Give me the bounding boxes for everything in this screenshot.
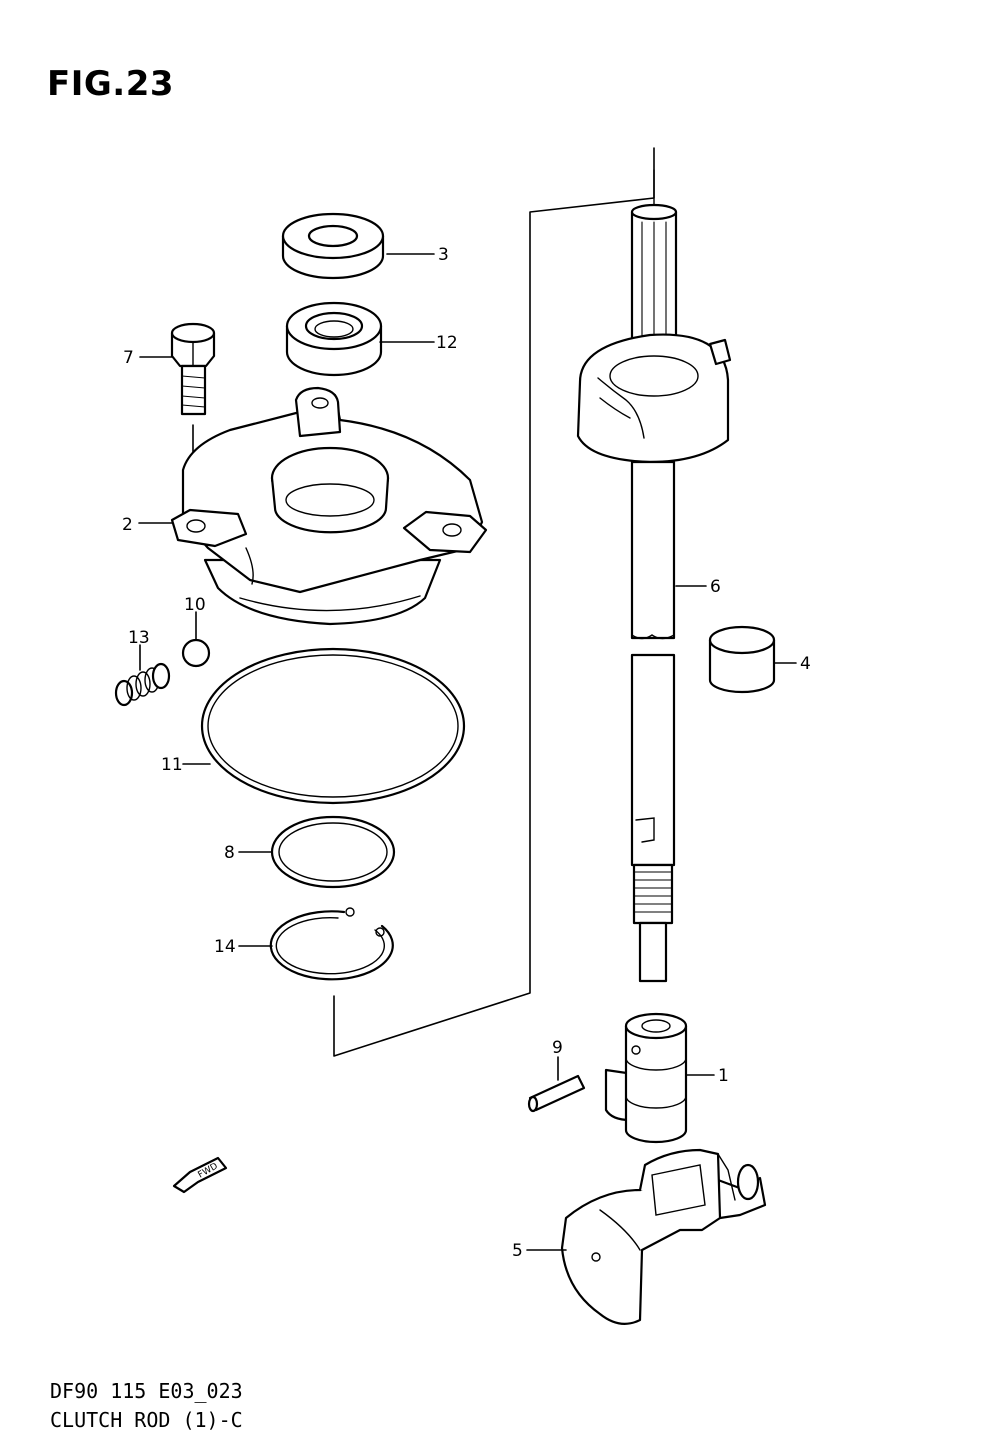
callout-9: 9 bbox=[552, 1038, 563, 1058]
callout-4: 4 bbox=[800, 654, 811, 674]
part-5-shifter bbox=[560, 1148, 767, 1325]
part-8-ring bbox=[270, 815, 396, 889]
callout-3: 3 bbox=[438, 245, 449, 265]
part-3-washer bbox=[281, 212, 385, 280]
diagram-code: DF90 115 E03_023 bbox=[50, 1379, 243, 1403]
part-11-o-ring bbox=[200, 647, 466, 805]
part-9-pin bbox=[527, 1074, 586, 1113]
part-14-snap-ring bbox=[269, 907, 394, 981]
callout-2: 2 bbox=[122, 515, 133, 535]
part-7-bolt bbox=[170, 322, 216, 416]
part-6-clutch-rod bbox=[576, 169, 732, 983]
fwd-direction-arrow: FWD bbox=[172, 1156, 228, 1194]
figure-title: FIG.23 bbox=[47, 64, 175, 104]
part-1-coupler bbox=[604, 1012, 688, 1144]
part-4-bushing bbox=[708, 625, 776, 694]
part-10-ball bbox=[181, 638, 211, 668]
callout-11: 11 bbox=[161, 755, 183, 775]
callout-12: 12 bbox=[436, 333, 458, 353]
part-13-spring bbox=[114, 662, 171, 707]
callout-5: 5 bbox=[512, 1241, 523, 1261]
part-12-oil-seal bbox=[285, 301, 383, 377]
callout-1: 1 bbox=[718, 1066, 729, 1086]
callout-6: 6 bbox=[710, 577, 721, 597]
callout-14: 14 bbox=[214, 937, 236, 957]
callout-10: 10 bbox=[184, 595, 206, 615]
leader-lines bbox=[138, 253, 797, 1251]
part-2-housing bbox=[170, 386, 488, 626]
callout-13: 13 bbox=[128, 628, 150, 648]
diagram-caption: CLUTCH ROD (1)-C bbox=[50, 1408, 243, 1432]
callout-7: 7 bbox=[123, 348, 134, 368]
callout-8: 8 bbox=[224, 843, 235, 863]
